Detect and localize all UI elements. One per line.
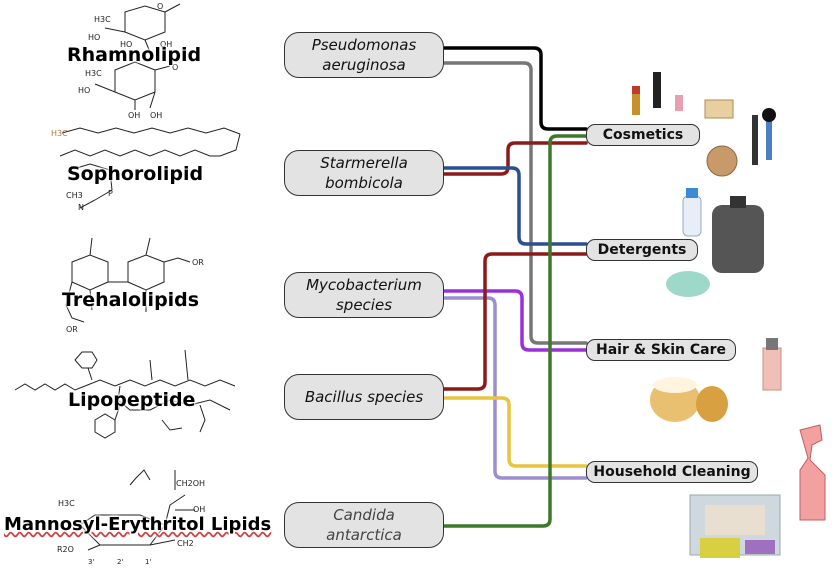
tre-text: OR	[66, 325, 78, 334]
cleaning-supplies-icon	[705, 505, 765, 535]
connector-bacillus-household	[442, 396, 588, 468]
source-pseudomonas: Pseudomonas aeruginosa	[284, 32, 444, 78]
soph-text: H3C	[51, 129, 68, 138]
serum-cap-icon	[766, 338, 778, 350]
cream-icon	[653, 377, 697, 393]
household-illustration	[689, 424, 826, 558]
app-detergents: Detergents	[586, 239, 698, 261]
connector-pseudomonas-hair-skin	[442, 61, 588, 345]
source-mycobacterium: Mycobacterium species	[284, 272, 444, 318]
lipid-label-mel: Mannosyl-Erythritol Lipids	[4, 514, 272, 535]
rha-text: H3C	[85, 69, 102, 78]
connector-mycobacterium-hair-skin	[442, 289, 588, 352]
tre-text: OR	[192, 258, 204, 267]
source-starmerella-line2: bombicola	[325, 174, 403, 192]
nail-polish-icon	[675, 95, 683, 111]
lipid-label-trehalolipids: Trehalolipids	[62, 289, 200, 311]
lipid-label-sophorolipid: Sophorolipid	[67, 163, 204, 185]
jug-cap-icon	[730, 196, 746, 208]
serum-bottle-icon	[762, 347, 782, 391]
connector-starmerella-cosmetics	[442, 141, 588, 176]
rha-text: OH	[160, 40, 172, 49]
eyeliner-icon	[766, 115, 772, 160]
brush-icon	[752, 115, 758, 165]
mel-structure: H3C CH2OH OH R2O CH2 3' 2' 1'	[57, 469, 205, 566]
skincare-illustration	[650, 338, 782, 422]
source-mycobacterium-line1: Mycobacterium	[306, 276, 422, 294]
connector-candida-cosmetics	[442, 134, 588, 528]
source-pseudomonas-line2: aeruginosa	[322, 56, 406, 74]
soph-text: CH3	[66, 191, 83, 200]
connector-starmerella-detergents	[442, 166, 588, 246]
rha-text: H3C	[94, 15, 111, 24]
soap-bar-icon	[666, 271, 710, 297]
source-candida-line2: antarctica	[326, 526, 402, 544]
app-cosmetics: Cosmetics	[586, 124, 700, 146]
mel-text: 3'	[88, 558, 94, 566]
app-hair-skin-care: Hair & Skin Care	[586, 339, 736, 361]
source-starmerella-line1: Starmerella	[320, 154, 408, 172]
source-bacillus-line1: Bacillus species	[304, 388, 424, 406]
eyeshadow-palette-icon	[704, 99, 734, 119]
lipstick-tip-icon	[632, 86, 640, 94]
spray-bottle-icon	[799, 424, 826, 521]
connector-mycobacterium-household	[442, 296, 588, 480]
rha-text: HO	[88, 33, 100, 42]
app-household-cleaning: Household Cleaning	[586, 461, 758, 483]
mel-text: R2O	[57, 545, 74, 554]
mel-text: 1'	[145, 558, 151, 566]
connector-pseudomonas-cosmetics	[442, 46, 588, 131]
cosmetics-illustration	[632, 72, 776, 177]
mascara-icon	[653, 72, 661, 108]
mel-text: OH	[193, 505, 205, 514]
source-bacillus: Bacillus species	[284, 374, 444, 420]
lipid-label-rhamnolipid: Rhamnolipid	[67, 44, 202, 66]
source-pseudomonas-line1: Pseudomonas	[311, 36, 417, 54]
brush-head-icon	[762, 108, 776, 122]
source-mycobacterium-line2: species	[335, 296, 393, 314]
rha-text: O	[172, 63, 178, 72]
mel-text: 2'	[117, 558, 123, 566]
source-starmerella: Starmerella bombicola	[284, 150, 444, 196]
rha-text: HO	[78, 86, 90, 95]
connection-lines	[442, 46, 588, 528]
rha-text: HO	[120, 40, 132, 49]
rha-text: OH	[150, 111, 162, 120]
compact-powder-icon	[706, 145, 738, 177]
bottle-icon	[682, 195, 702, 237]
soph-text: N	[78, 203, 84, 212]
lipid-label-lipopeptide: Lipopeptide	[68, 389, 196, 411]
mel-text: CH2	[177, 539, 194, 548]
soph-text: P	[108, 189, 113, 198]
trehalolipids-structure: OR OR	[65, 237, 204, 334]
detergent-illustration	[666, 188, 764, 297]
source-candida: Candida antarctica	[284, 502, 444, 548]
cloth-icon	[745, 540, 775, 554]
rhamnolipid-structure: H3C O HO HO OH H3C HO O OH OH	[78, 2, 181, 120]
source-candida-line1: Candida	[333, 506, 395, 524]
sponge-icon	[700, 538, 740, 558]
connector-bacillus-detergents	[442, 252, 588, 391]
mel-text: CH2OH	[176, 479, 205, 488]
bottle-cap-icon	[686, 188, 698, 198]
rha-text: O	[157, 2, 163, 11]
sophorolipid-structure: H3C CH3 P N	[51, 127, 241, 212]
lipstick-icon	[632, 93, 640, 115]
jar-lid-icon	[696, 386, 728, 422]
rha-text: OH	[128, 111, 140, 120]
lipopeptide-structure	[14, 349, 236, 439]
jug-icon	[712, 205, 764, 273]
mel-text: H3C	[58, 499, 75, 508]
